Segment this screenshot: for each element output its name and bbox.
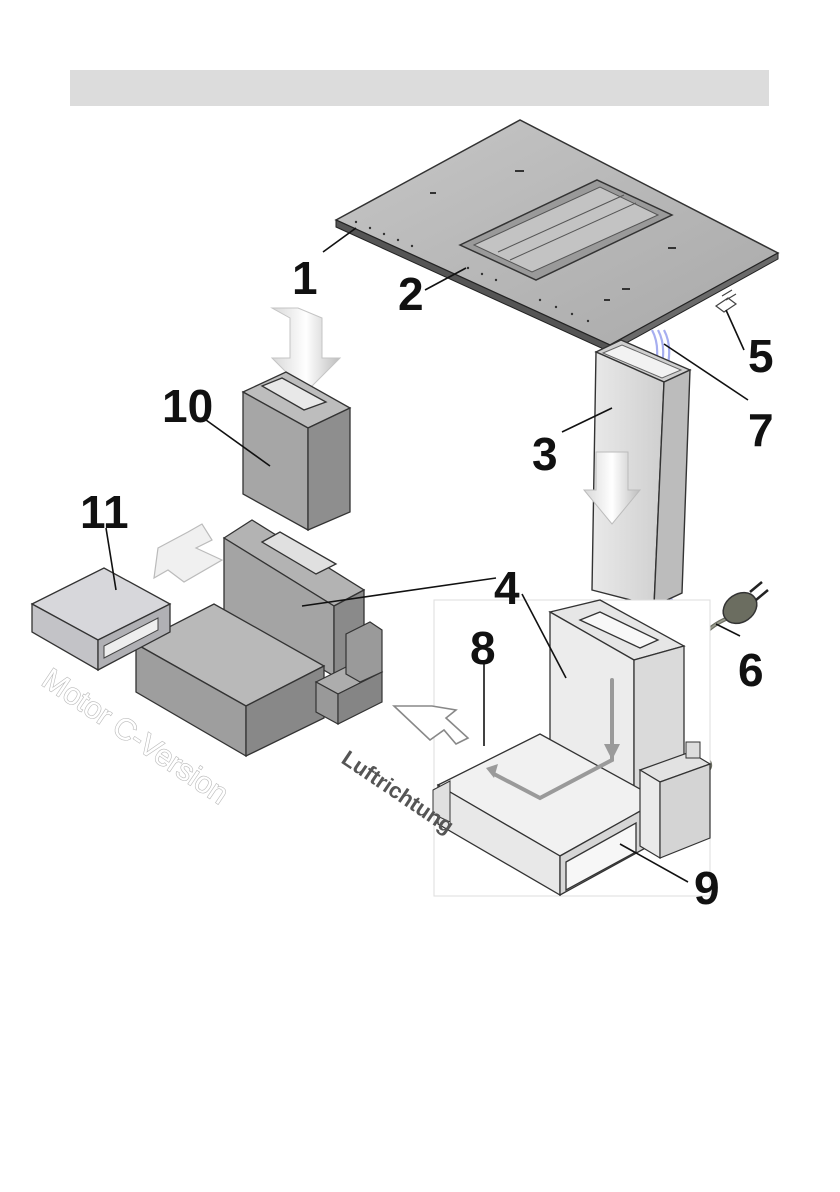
vertical-duct (584, 340, 690, 606)
callout-11: 11 (80, 486, 129, 538)
motor-module (243, 308, 350, 530)
callout-10: 10 (162, 380, 213, 432)
blower-unit-c-version: Motor C-Version (36, 520, 382, 811)
callout-5: 5 (748, 330, 774, 382)
callout-6: 6 (738, 644, 764, 696)
callout-8: 8 (470, 622, 496, 674)
callout-4: 4 (494, 562, 520, 614)
blower-unit-light: Luftrichtung (337, 600, 710, 896)
callout-3: 3 (532, 428, 558, 480)
cable-clip (716, 290, 736, 312)
callout-2: 2 (398, 268, 424, 320)
callout-9: 9 (694, 862, 720, 914)
callout-1: 1 (292, 252, 318, 304)
callout-7: 7 (748, 404, 774, 456)
